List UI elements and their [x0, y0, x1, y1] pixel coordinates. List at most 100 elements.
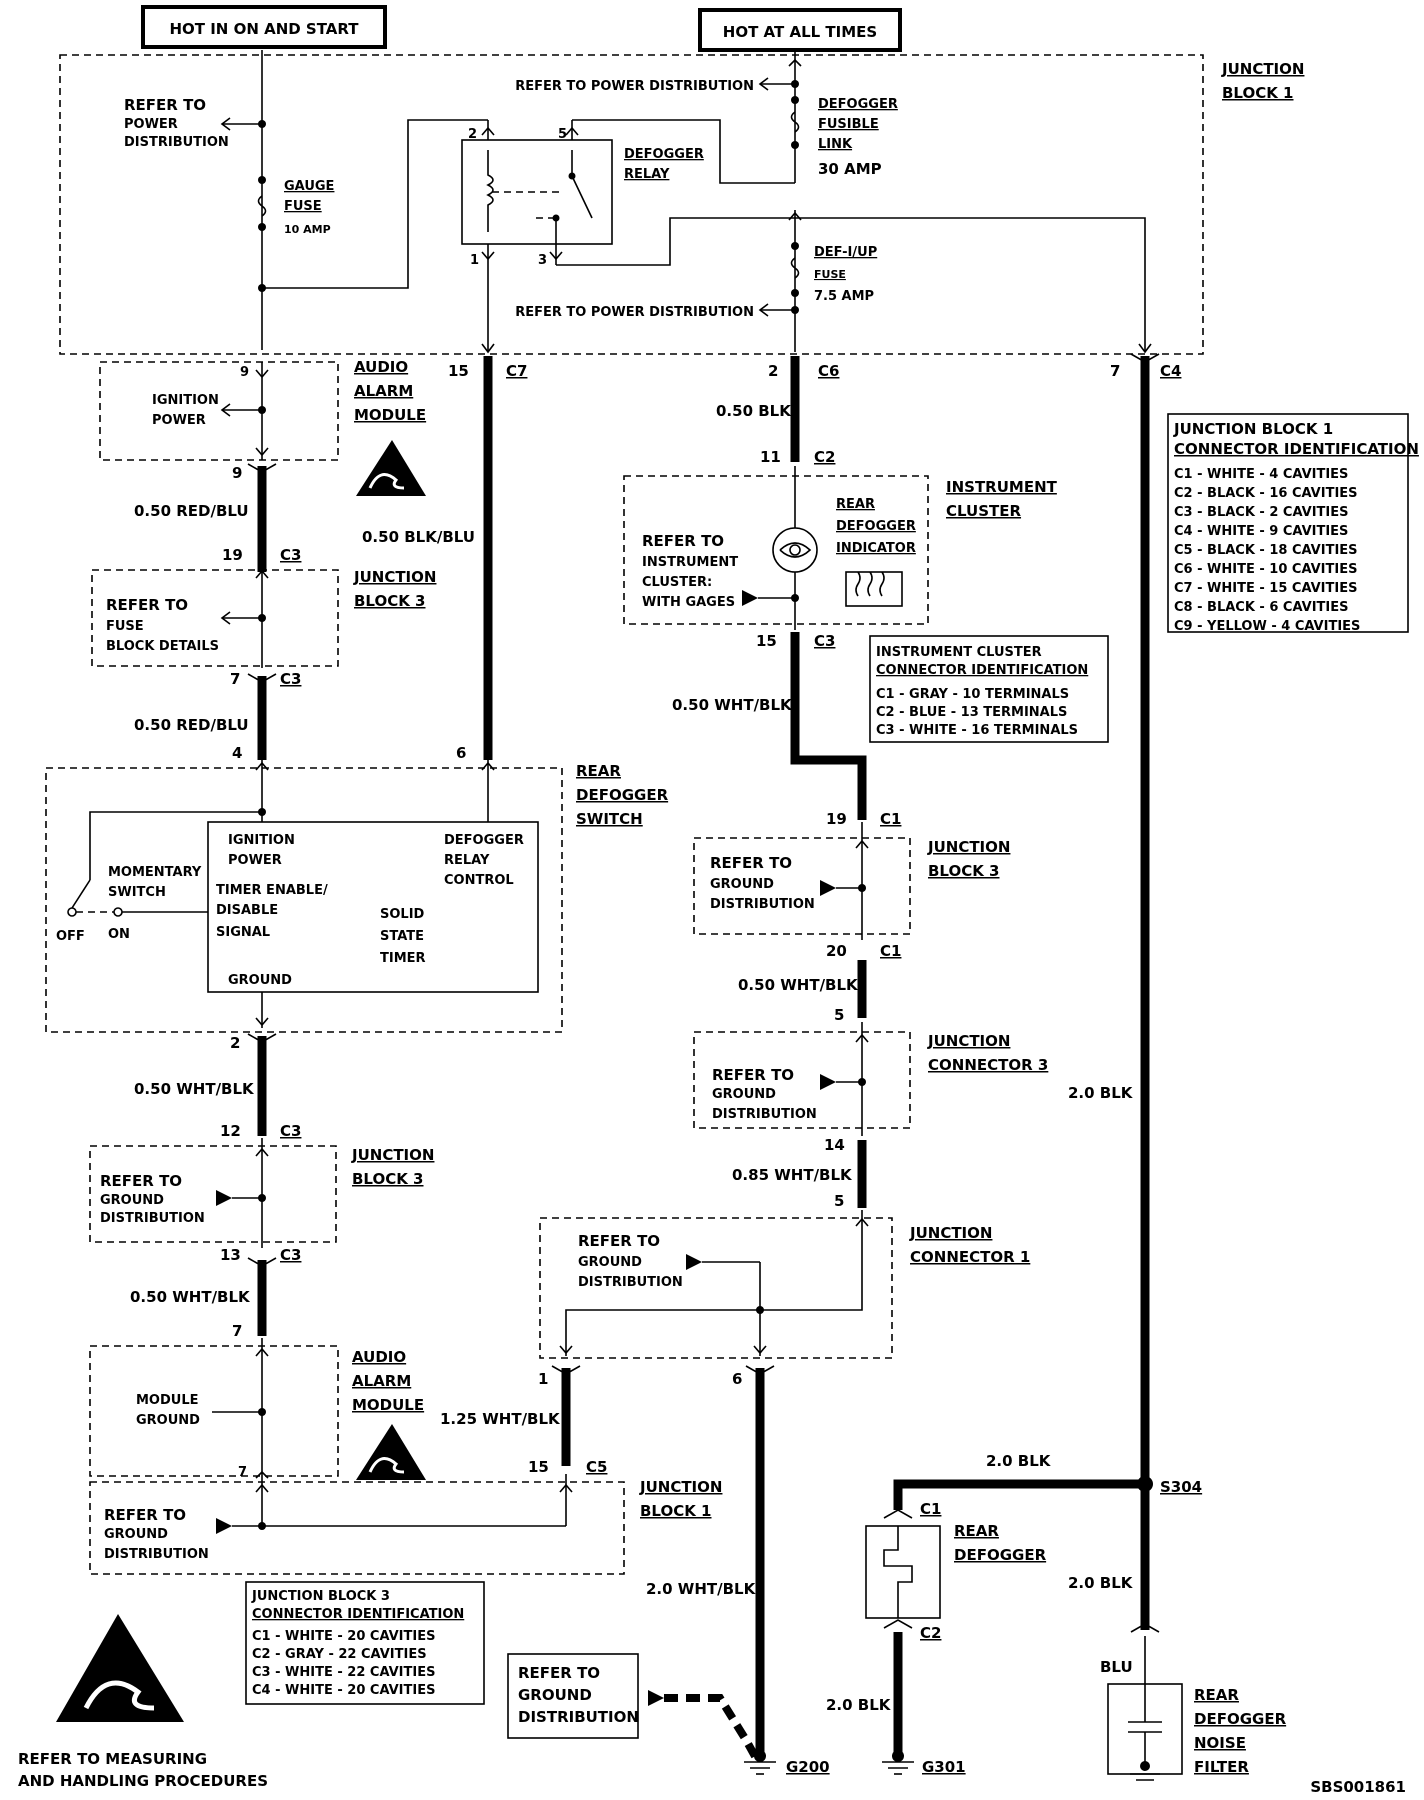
jb3r-conn-top: C1: [880, 810, 901, 828]
noise-filter-title-2: DEFOGGER: [1194, 1710, 1287, 1728]
jc1-pin-1: 1: [538, 1370, 548, 1388]
ic-refer-3: CLUSTER:: [642, 575, 712, 590]
conn-c7-label: C7: [506, 362, 527, 380]
jb3-ground-left: 12 C3 REFER TO GROUND DISTRIBUTION JUNCT…: [89, 1122, 434, 1264]
def-iup-fuse-label-2: FUSE: [814, 268, 846, 281]
conn-c9-pin: 9: [240, 365, 249, 380]
aam-bottom-title-3: MODULE: [352, 1396, 424, 1414]
wire-red-blu-2: 0.50 RED/BLU: [134, 716, 249, 734]
rds-solid-state-3: TIMER: [380, 951, 426, 966]
jb3r-pin-bot: 20: [826, 942, 847, 960]
jb3-fuse-refer-2: FUSE: [106, 619, 144, 634]
jb1g-title: JUNCTION: [639, 1478, 722, 1496]
jb3l-conn-bot: C3: [280, 1246, 301, 1264]
gauge-fuse-label: GAUGE: [284, 179, 334, 194]
ic-refer: REFER TO: [642, 532, 724, 550]
rds-solid-state: SOLID: [380, 907, 425, 922]
rear-defogger-title-2: DEFOGGER: [954, 1546, 1047, 1564]
ic-connector-id-title-2: CONNECTOR IDENTIFICATION: [876, 663, 1088, 678]
jb1-connector-row: C9 - YELLOW - 4 CAVITIES: [1174, 619, 1360, 634]
rear-defogger-switch: 4 6 MOMENTARY SWITCH OFF ON IGNITION POW…: [45, 744, 669, 1052]
noise-filter-title: REAR: [1194, 1686, 1239, 1704]
fusible-link-label: DEFOGGER: [818, 97, 898, 112]
jb3r-refer-3: DISTRIBUTION: [710, 897, 815, 912]
jc3-pin-bot: 14: [824, 1136, 845, 1154]
relay-pin-2: 2: [468, 127, 477, 142]
wire-blk-20-d: 2.0 BLK: [826, 1696, 892, 1714]
momentary-switch-label-2: SWITCH: [108, 885, 166, 900]
wire-red-blu-1: 0.50 RED/BLU: [134, 502, 249, 520]
ic-connector-row: C3 - WHITE - 16 TERMINALS: [876, 723, 1078, 738]
rear-defogger-switch-title: REAR: [576, 762, 621, 780]
junction-connector-3: 5 REFER TO GROUND DISTRIBUTION JUNCTION …: [693, 1006, 1048, 1208]
audio-alarm-module-top: IGNITION POWER AUDIO ALARM MODULE 9: [99, 358, 426, 496]
jb3l-conn-top: C3: [280, 1122, 301, 1140]
ground-refer-3: DISTRIBUTION: [518, 1708, 639, 1726]
ground-g301: G301: [882, 1750, 966, 1776]
switch-off-label: OFF: [56, 929, 85, 944]
jb3-fuse-pin-top: 19: [222, 546, 243, 564]
s304-label: S304: [1160, 1478, 1202, 1496]
g200-label: G200: [786, 1758, 830, 1776]
rear-defogger-indicator-label: REAR: [836, 497, 875, 512]
right-harness: 2.0 BLK S304 2.0 BLK 2.0 BLK BLU: [893, 353, 1202, 1684]
jb1g-conn: C5: [586, 1458, 607, 1476]
jb1-connector-row: C5 - BLACK - 18 CAVITIES: [1174, 543, 1358, 558]
jb1-connector-row: C1 - WHITE - 4 CAVITIES: [1174, 467, 1348, 482]
ic-pin-top: 11: [760, 448, 781, 466]
instrument-cluster-title: INSTRUMENT: [946, 478, 1058, 496]
jb1-ground: 15 C5 REFER TO GROUND DISTRIBUTION JUNCT…: [89, 1458, 722, 1575]
aam-bottom-title: AUDIO: [352, 1348, 406, 1366]
ic-conn-bot: C3: [814, 632, 835, 650]
conn-c6-pin: 2: [768, 362, 778, 380]
jc3-refer-3: DISTRIBUTION: [712, 1107, 817, 1122]
jb3-connector-id-title-2: CONNECTOR IDENTIFICATION: [252, 1607, 464, 1622]
jb3r-title-2: BLOCK 3: [928, 862, 1000, 880]
rear-defogger-c2: C2: [920, 1624, 941, 1642]
jb3l-refer-3: DISTRIBUTION: [100, 1211, 205, 1226]
rds-timer-label: TIMER ENABLE/: [216, 883, 328, 898]
rds-ground-label: GROUND: [228, 973, 292, 988]
document-id: SBS001861: [1310, 1778, 1406, 1796]
conn-c4-pin: 7: [1110, 362, 1120, 380]
module-ground-label: MODULE: [136, 1393, 199, 1408]
jc3-refer: REFER TO: [712, 1066, 794, 1084]
rds-ignition-label-2: POWER: [228, 853, 282, 868]
wire-wht-blk-3: 0.50 WHT/BLK: [130, 1288, 251, 1306]
aam-bottom-pin-top: 7: [232, 1322, 242, 1340]
junction-block-1: JUNCTION BLOCK 1 REFER TO POWER DISTRIBU…: [59, 50, 1304, 355]
jb1g-refer-2: GROUND: [104, 1527, 168, 1542]
refer-power-left-2: POWER: [124, 117, 178, 132]
jb3-connector-row: C2 - GRAY - 22 CAVITIES: [252, 1647, 427, 1662]
ground-refer-2: GROUND: [518, 1686, 592, 1704]
relay-pin-3: 3: [538, 253, 547, 268]
jb1-connector-row: C2 - BLACK - 16 CAVITIES: [1174, 486, 1358, 501]
esd-note-line-1: REFER TO MEASURING: [18, 1750, 207, 1768]
jb1-connector-id-title: JUNCTION BLOCK 1: [1173, 420, 1333, 438]
jb3-fuse-refer-3: BLOCK DETAILS: [106, 639, 219, 654]
rds-pin-4: 4: [232, 744, 242, 762]
aam-bottom-title-2: ALARM: [352, 1372, 411, 1390]
ignition-power-top-label-2: POWER: [152, 413, 206, 428]
jb3-fuse-conn-bot: C3: [280, 670, 301, 688]
jb3-connector-id-title: JUNCTION BLOCK 3: [251, 1589, 390, 1604]
wire-blk-c6: 0.50 BLK: [716, 402, 792, 420]
ic-connector-row: C1 - GRAY - 10 TERMINALS: [876, 687, 1069, 702]
instrument-cluster-title-2: CLUSTER: [946, 502, 1021, 520]
ic-pin-bot: 15: [756, 632, 777, 650]
wire-wht-blk-jb3: 0.50 WHT/BLK: [738, 976, 859, 994]
rear-defogger-switch-title-3: SWITCH: [576, 810, 643, 828]
jb1-connector-row: C7 - WHITE - 15 CAVITIES: [1174, 581, 1357, 596]
rear-defogger-indicator-label-2: DEFOGGER: [836, 519, 916, 534]
jb3r-pin-top: 19: [826, 810, 847, 828]
jc1-pin-top: 5: [834, 1192, 844, 1210]
refer-power-bottom: REFER TO POWER DISTRIBUTION: [515, 305, 754, 320]
jc1-pin-6: 6: [732, 1370, 742, 1388]
jb3r-refer-2: GROUND: [710, 877, 774, 892]
refer-power-left: REFER TO: [124, 96, 206, 114]
noise-filter-title-3: NOISE: [1194, 1734, 1246, 1752]
jb3-connector-row: C4 - WHITE - 20 CAVITIES: [252, 1683, 435, 1698]
jb1-connectors: 9 15 C7 2 C6 7 C4: [240, 362, 1181, 380]
rds-pin-2: 2: [230, 1034, 240, 1052]
fusible-link-label-2: FUSIBLE: [818, 117, 879, 132]
